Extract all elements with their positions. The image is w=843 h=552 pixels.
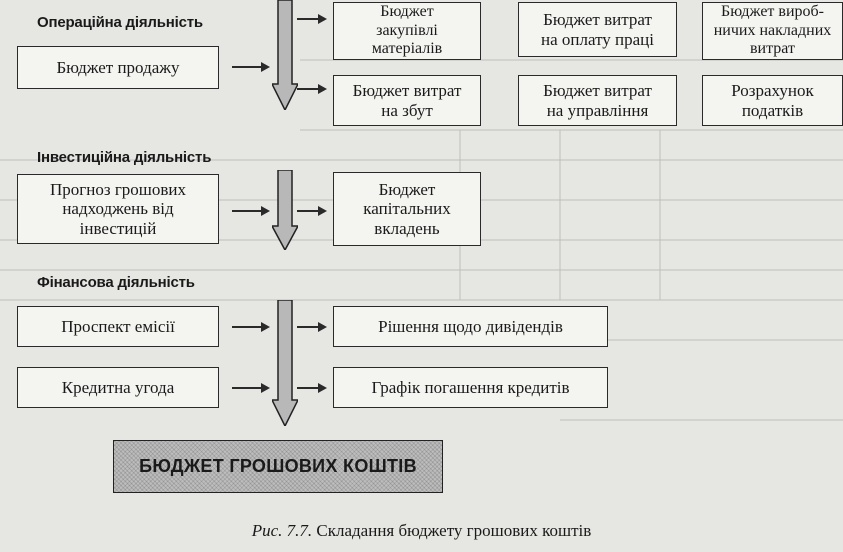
arrow-to-sales-expense (297, 83, 327, 95)
labor-budget-box: Бюджет витрат на оплату праці (518, 2, 677, 57)
capital-budget-box: Бюджет капітальних вкладень (333, 172, 481, 246)
arrow-to-procurement (297, 13, 327, 25)
investment-spine-arrow (272, 170, 298, 250)
tax-calculation-box: Розрахунок податків (702, 75, 843, 126)
figure-title: Складання бюджету грошових коштів (312, 521, 592, 540)
arrow-to-loan-schedule (297, 382, 327, 394)
credit-agreement-box: Кредитна угода (17, 367, 219, 408)
arrow-to-capital (297, 205, 327, 217)
figure-number: Рис. 7.7. (251, 521, 313, 540)
section-investment: Інвестиційна діяльність (37, 149, 212, 166)
sales-budget-box: Бюджет продажу (17, 46, 219, 89)
management-expense-budget-box: Бюджет витрат на управління (518, 75, 677, 126)
arrow-to-dividend (297, 321, 327, 333)
investment-forecast-box: Прогноз грошових надходжень від інвестиц… (17, 174, 219, 244)
section-operating: Операційна діяльність (37, 14, 203, 31)
arrow-investment-to-spine (232, 205, 270, 217)
overhead-budget-box: Бюджет вироб- ничих накладних витрат (702, 2, 843, 60)
arrow-credit-to-spine (232, 382, 270, 394)
dividend-decision-box: Рішення щодо дивідендів (333, 306, 608, 347)
arrow-sales-to-spine (232, 61, 270, 73)
loan-schedule-box: Графік погашення кредитів (333, 367, 608, 408)
sales-expense-budget-box: Бюджет витрат на збут (333, 75, 481, 126)
arrow-prospectus-to-spine (232, 321, 270, 333)
procurement-budget-box: Бюджет закупівлі матеріалів (333, 2, 481, 60)
cash-budget-banner: БЮДЖЕТ ГРОШОВИХ КОШТІВ (113, 440, 443, 493)
figure-caption: Рис. 7.7. Складання бюджету грошових кош… (0, 521, 843, 541)
operating-spine-arrow (272, 0, 298, 110)
financial-spine-arrow (272, 300, 298, 426)
section-financial: Фінансова діяльність (37, 274, 195, 291)
issue-prospectus-box: Проспект емісії (17, 306, 219, 347)
